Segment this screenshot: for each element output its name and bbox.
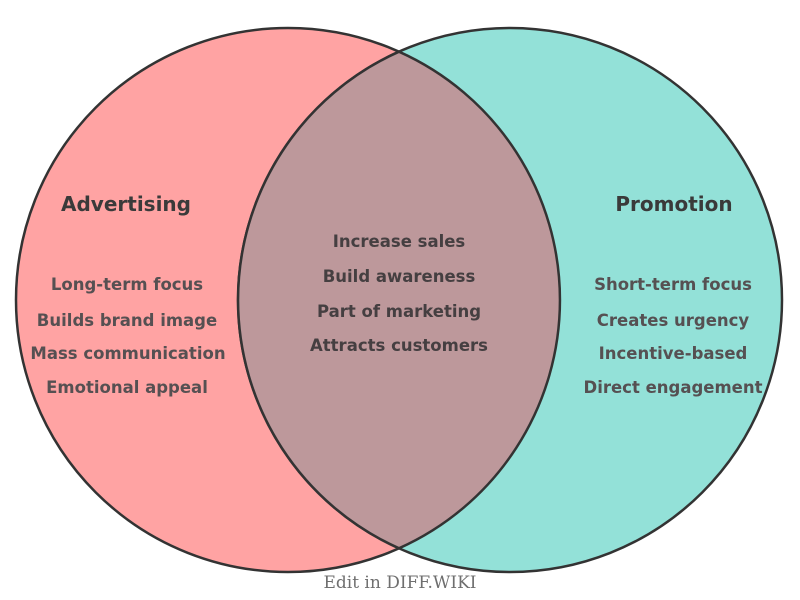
promotion-item: Direct engagement [583, 378, 763, 397]
overlap-lens [236, 50, 562, 550]
promotion-item: Incentive-based [598, 344, 748, 363]
advertising-item: Builds brand image [36, 311, 218, 330]
promotion-item: Creates urgency [596, 311, 750, 330]
advertising-item: Long-term focus [50, 275, 204, 294]
overlap-item: Part of marketing [316, 302, 482, 321]
advertising-title: Advertising [61, 192, 191, 216]
promotion-item: Short-term focus [594, 275, 752, 294]
overlap-item: Increase sales [332, 232, 466, 251]
promotion-title: Promotion [615, 192, 733, 216]
advertising-item: Mass communication [30, 344, 226, 363]
overlap-item: Build awareness [322, 267, 476, 286]
edit-in-diffwiki-link[interactable]: Edit in DIFF.WIKI [323, 573, 477, 593]
overlap-item: Attracts customers [310, 336, 488, 355]
advertising-item: Emotional appeal [46, 378, 208, 397]
